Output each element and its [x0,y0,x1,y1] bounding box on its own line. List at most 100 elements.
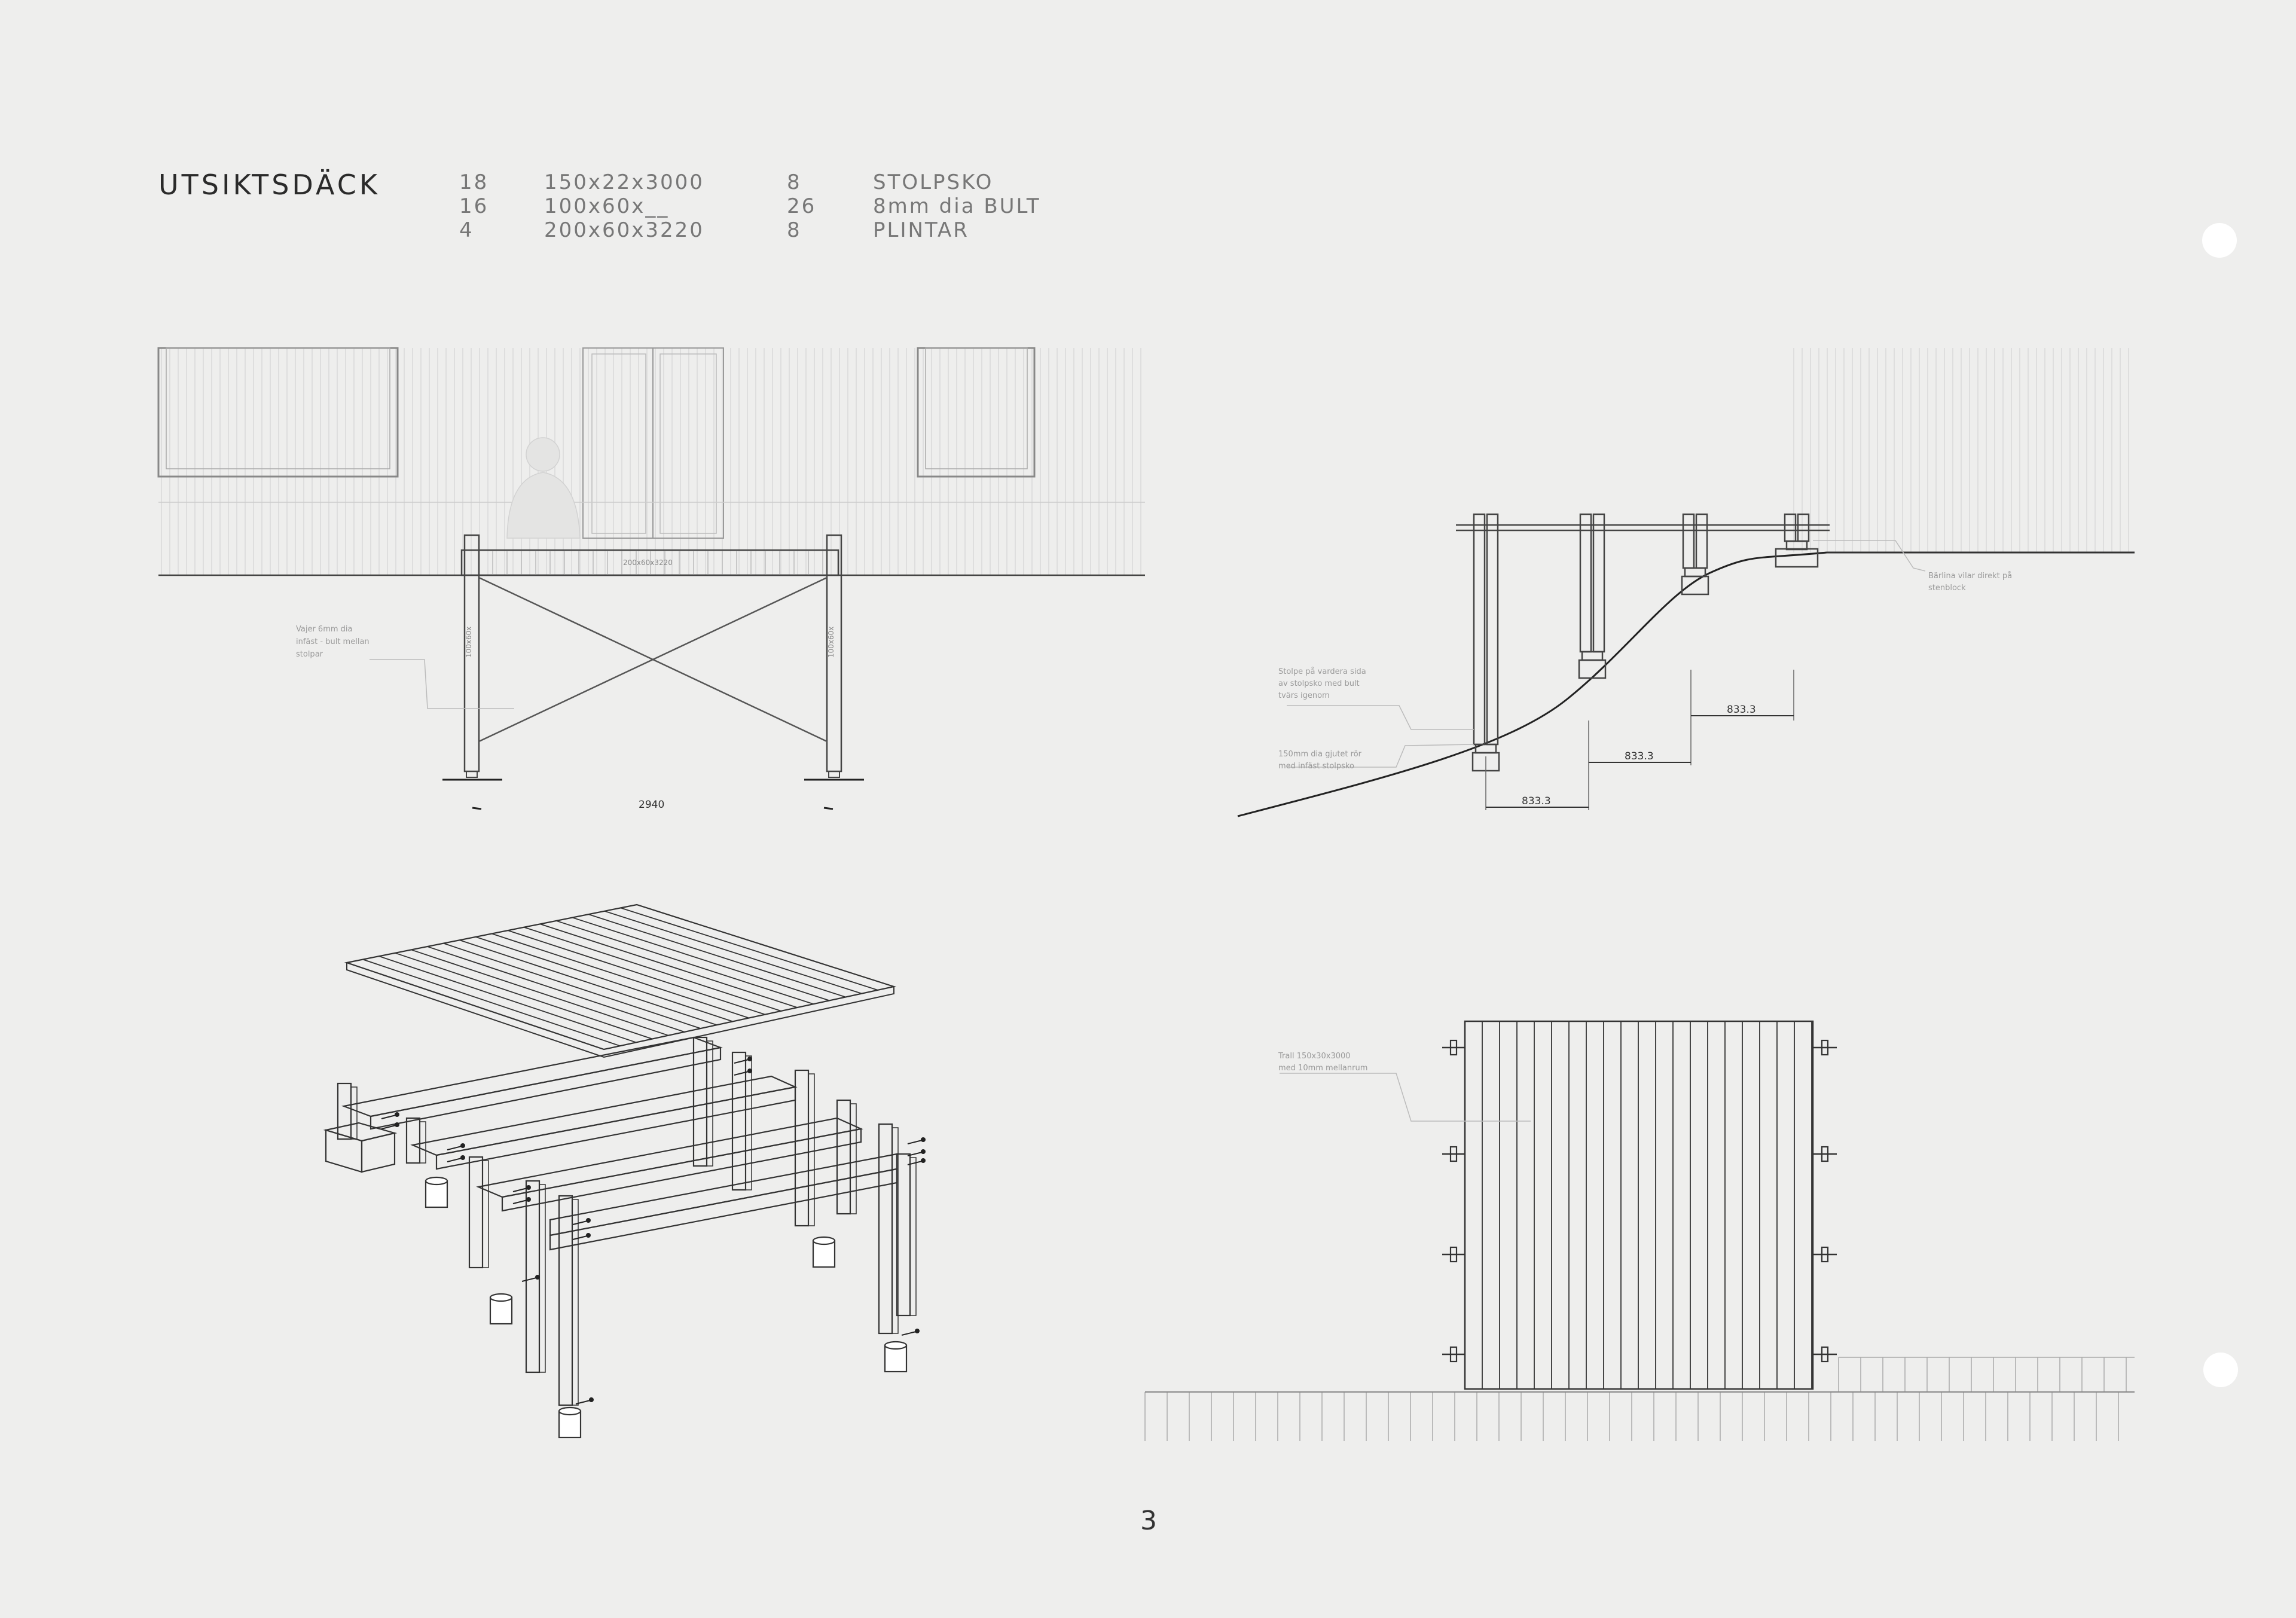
bolt-head [460,1143,465,1148]
post-note-line: tvärs igenom [1278,691,1330,700]
post-note-line: Stolpe på vardera sida [1278,667,1366,676]
sheet-title: UTSIKTSDÄCK [158,169,380,201]
deck-board [491,933,749,1019]
deck-board [508,930,765,1015]
bolt-head [747,1057,752,1061]
deck-beam [460,549,839,576]
plan-boards [1482,1021,1812,1389]
deck-board [540,923,798,1008]
section-post [1473,513,1486,746]
section-post [1695,513,1708,569]
bolt [907,1140,923,1144]
plan-bolt-nut [1449,1039,1458,1056]
plan-bolt-nut [1821,1246,1829,1263]
cable-note-line: stolpar [296,650,323,659]
frame-post [468,1156,484,1269]
bolt [512,1187,528,1192]
bolt [512,1199,528,1204]
frame-post [896,1153,911,1317]
material-spec: 150x22x3000 [544,170,704,194]
bolt [572,1235,588,1240]
deck-board [524,926,781,1012]
deck-plan [1144,1020,2135,1441]
plan-bolt-nut [1449,1246,1458,1263]
bolt-head [586,1218,591,1223]
bolt-head [526,1197,531,1202]
post-shoe [1684,567,1706,578]
plinth-top [884,1341,908,1350]
plan-bolt-nut [1449,1146,1458,1162]
footing [1681,575,1709,596]
frame-post-side [745,1055,752,1190]
hardware-qty-column: 8 26 8 [787,170,816,242]
deck-board [475,936,733,1022]
material-spec: 200x60x3220 [544,218,704,242]
bolt-head [921,1158,926,1163]
bolt-head [526,1185,531,1190]
deck-edge [346,963,894,1058]
bolt [575,1400,591,1405]
deck-board [411,949,669,1036]
window-left [157,347,399,478]
deck-board [556,920,814,1005]
page-number: 3 [1140,1506,1157,1536]
frame-post [558,1195,573,1406]
bolt [447,1146,462,1150]
frame-posts [337,1036,917,1406]
hardware-spec: PLINTAR [873,218,969,242]
hardware-spec-column: STOLPSKO 8mm dia BULT PLINTAR [873,170,1041,242]
stone-note-line: Bärlina vilar direkt på [1928,572,2012,581]
deck-board [459,939,717,1026]
scale-figure [506,437,581,539]
plinth-top [425,1176,448,1186]
width-dimension: 2940 [639,799,664,811]
terrain-profile [1237,551,1827,817]
post-label-right: 100x60x [827,627,835,658]
spacing-dimension: 833.3 [1727,704,1756,716]
front-elevation [157,347,1145,810]
frame-post-side [808,1073,815,1226]
hardware-qty: 8 [787,218,802,242]
cable-note-line: Vajer 6mm dia [296,625,353,634]
bolt [901,1331,917,1336]
deck-boards [344,903,897,1058]
stone-note-line: stenblock [1928,584,1966,593]
frame-post-side [419,1121,426,1164]
footing-note-line: 150mm dia gjutet rör [1278,750,1362,759]
footing [1578,659,1607,679]
bolt [907,1161,923,1165]
post-note-line: av stolpsko med bult [1278,679,1360,688]
deck-board [572,917,830,1002]
wall-cladding [1793,348,2129,552]
bolt-head [747,1069,752,1073]
deck-board [443,942,701,1029]
decking-note-line: Trall 150x30x3000 [1278,1052,1351,1061]
deck-board [588,914,846,998]
materials-qty-column: 18 16 4 [459,170,488,242]
plan-bolt-nut [1821,1039,1829,1056]
cable-note-line: infäst - bult mellan [296,637,370,646]
hardware-spec: STOLPSKO [873,170,994,194]
frame-post-side [706,1040,713,1167]
frame-post-side [539,1184,546,1373]
deck-board [362,958,621,1047]
plinth-top [489,1293,513,1302]
wall-cladding [161,348,1141,575]
frame-post-side [572,1199,579,1406]
plinth [425,1180,448,1208]
deck-board [378,955,637,1043]
post-label-left: 100x60x [465,627,473,658]
section-post [1592,513,1605,653]
plan-bolt-nut [1449,1346,1458,1363]
binder-hole-top [2202,223,2237,258]
bolt-head [395,1122,399,1127]
section-post [1579,513,1592,653]
frame-post-side [350,1086,358,1140]
section-post [1486,513,1499,746]
bolt-head [535,1275,540,1280]
section-post [1682,513,1695,569]
plinth [812,1240,836,1268]
materials-spec-column: 150x22x3000 100x60x__ 200x60x3220 [544,170,704,242]
